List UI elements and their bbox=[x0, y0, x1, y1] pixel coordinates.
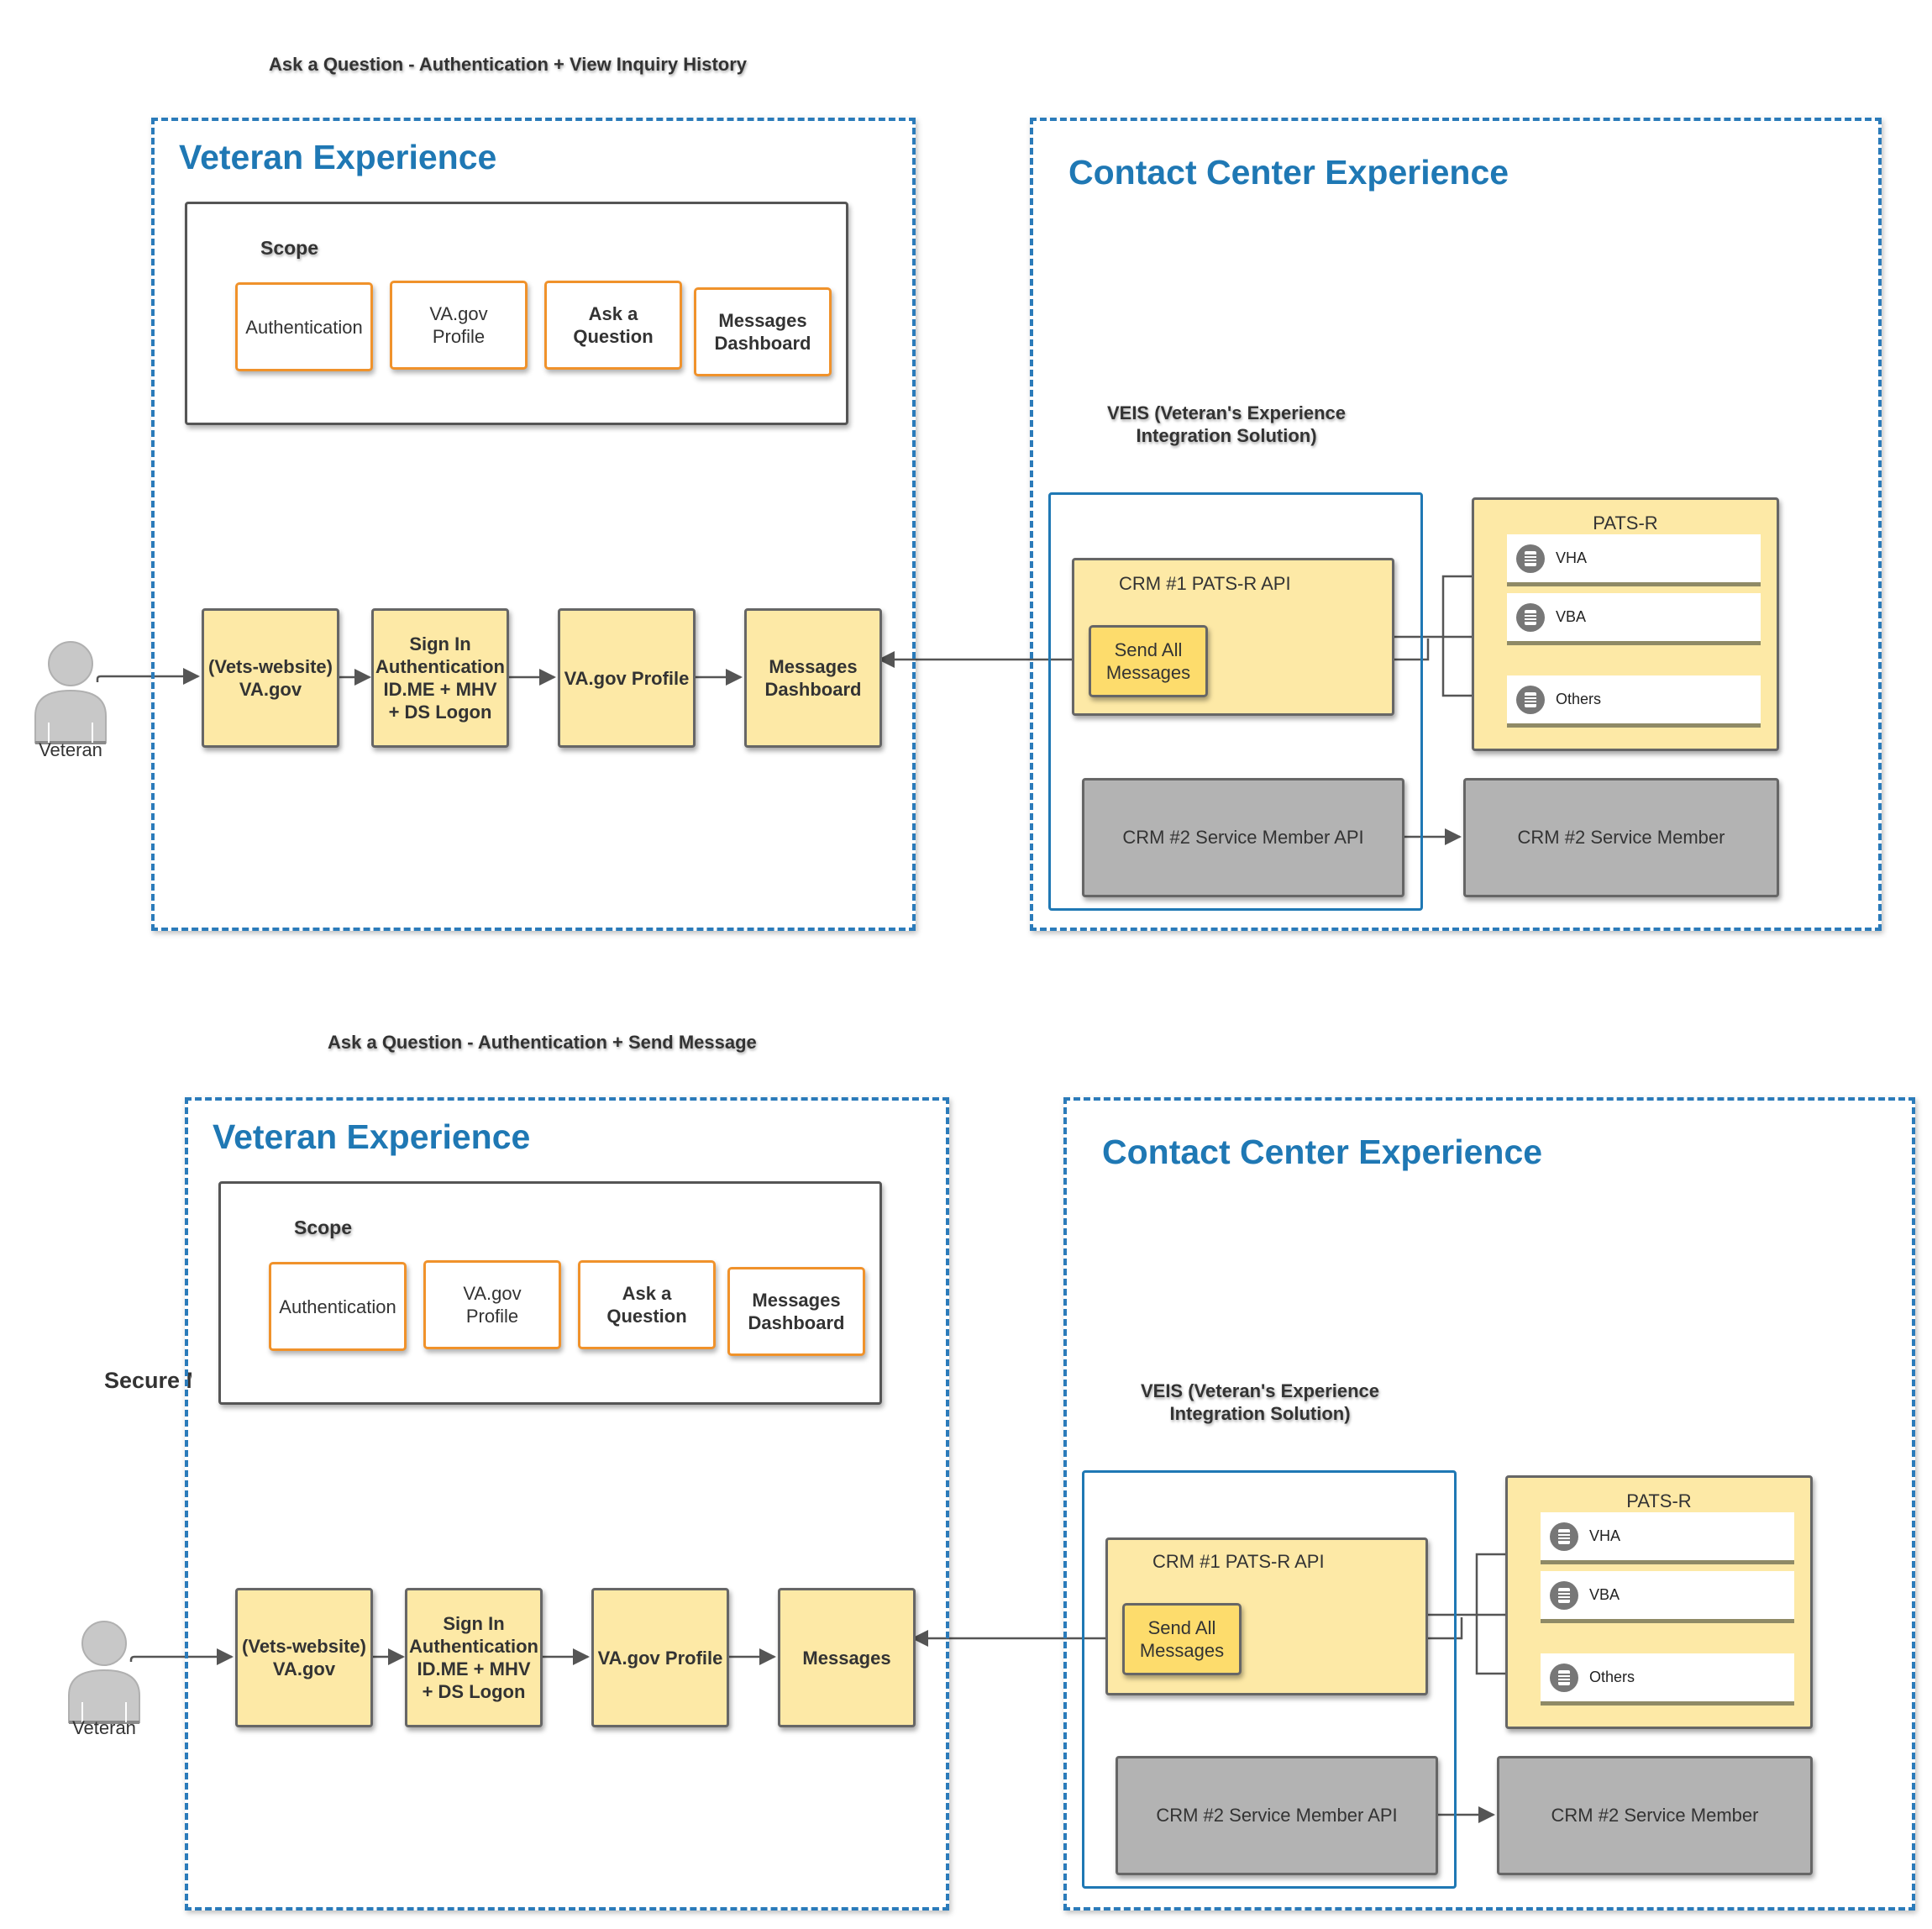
veis-title: VEIS (Veteran's Experience Integration S… bbox=[1140, 1380, 1380, 1424]
veteran-label: Veteran bbox=[39, 739, 102, 760]
crm2-service-member-api-node: CRM #2 Service Member API bbox=[1116, 1756, 1438, 1875]
database-icon bbox=[1516, 685, 1545, 714]
veteran-person-icon bbox=[66, 1618, 143, 1726]
vagov-profile-node: VA.gov Profile bbox=[591, 1588, 729, 1727]
diagram-2-connectors bbox=[129, 1546, 1527, 1823]
veteran-experience-title: Veteran Experience bbox=[213, 1117, 531, 1156]
database-icon bbox=[1550, 1580, 1578, 1610]
database-label: VHA bbox=[1556, 549, 1588, 566]
database-label: VBA bbox=[1556, 608, 1587, 625]
crm1-to-vha-arrow bbox=[1393, 568, 1494, 639]
veteran-to-vets-website-arrow bbox=[96, 668, 200, 685]
secure-messaging-label: Secure Me bbox=[104, 1368, 192, 1393]
database-icon bbox=[1550, 1522, 1578, 1551]
scope-label: Scope bbox=[260, 237, 319, 259]
scope-chip-ask-a-question: Ask a Question bbox=[578, 1260, 716, 1349]
veis-title: VEIS (Veteran's Experience Integration S… bbox=[1106, 402, 1347, 446]
crm2-service-member-node: CRM #2 Service Member bbox=[1497, 1756, 1813, 1875]
scope-chip-vagov-profile: VA.gov Profile bbox=[390, 281, 528, 370]
veteran-to-vets-website-arrow bbox=[129, 1648, 234, 1665]
vagov-profile-node: VA.gov Profile bbox=[558, 608, 696, 748]
crm2-service-member-api-node: CRM #2 Service Member API bbox=[1082, 778, 1404, 897]
veteran-person-icon bbox=[32, 639, 109, 746]
scope-chip-messages-dashboard: Messages Dashboard bbox=[694, 287, 832, 376]
pats-r-title: PATS-R bbox=[1593, 512, 1658, 533]
pats-r-db-others: Others bbox=[1541, 1653, 1794, 1706]
contact-center-region bbox=[1063, 1097, 1915, 1911]
crm1-to-vha-arrow bbox=[1426, 1546, 1527, 1616]
crm1-pats-r-api-label: CRM #1 PATS-R API bbox=[1119, 573, 1291, 594]
scope-label: Scope bbox=[294, 1217, 353, 1238]
contact-center-title: Contact Center Experience bbox=[1068, 153, 1509, 192]
database-label: Others bbox=[1556, 691, 1602, 707]
messages-node: Messages bbox=[778, 1588, 916, 1727]
veteran-experience-region bbox=[185, 1097, 949, 1911]
contact-center-region bbox=[1030, 118, 1882, 931]
messages-dashboard-node: Messages Dashboard bbox=[744, 608, 882, 748]
pats-r-db-vba: VBA bbox=[1507, 593, 1761, 645]
pats-r-db-vha: VHA bbox=[1541, 1512, 1794, 1564]
database-label: VBA bbox=[1589, 1586, 1620, 1603]
contact-center-title: Contact Center Experience bbox=[1102, 1133, 1543, 1171]
database-label: Others bbox=[1589, 1669, 1635, 1685]
scope-chip-authentication: Authentication bbox=[235, 282, 373, 371]
scope-chip-messages-dashboard: Messages Dashboard bbox=[727, 1267, 865, 1356]
pats-r-title: PATS-R bbox=[1626, 1490, 1692, 1511]
send-all-messages-node: Send All Messages bbox=[1122, 1603, 1242, 1675]
scope-chip-vagov-profile: VA.gov Profile bbox=[423, 1260, 561, 1349]
scope-chip-authentication: Authentication bbox=[269, 1262, 407, 1351]
pats-r-db-vha: VHA bbox=[1507, 534, 1761, 586]
diagram-caption: Ask a Question - Authentication + Send M… bbox=[328, 1032, 757, 1053]
sign-in-authentication-node: Sign In Authentication ID.ME + MHV + DS … bbox=[371, 608, 509, 748]
veis-container bbox=[1082, 1470, 1457, 1889]
veteran-experience-title: Veteran Experience bbox=[179, 138, 497, 176]
diagram-caption: Ask a Question - Authentication + View I… bbox=[269, 54, 748, 75]
vets-website-node: (Vets-website) VA.gov bbox=[235, 1588, 373, 1727]
database-icon bbox=[1516, 602, 1545, 632]
vets-website-node: (Vets-website) VA.gov bbox=[202, 608, 339, 748]
send-all-messages-node: Send All Messages bbox=[1089, 625, 1208, 697]
veis-container bbox=[1048, 492, 1423, 911]
sign-in-authentication-node: Sign In Authentication ID.ME + MHV + DS … bbox=[405, 1588, 543, 1727]
database-icon bbox=[1550, 1663, 1578, 1692]
database-label: VHA bbox=[1589, 1527, 1621, 1544]
veteran-experience-region bbox=[151, 118, 916, 931]
pats-r-db-vba: VBA bbox=[1541, 1571, 1794, 1623]
crm1-pats-r-api-label: CRM #1 PATS-R API bbox=[1152, 1551, 1325, 1572]
scope-chip-ask-a-question: Ask a Question bbox=[544, 281, 682, 370]
veteran-label: Veteran bbox=[72, 1717, 136, 1738]
database-icon bbox=[1516, 544, 1545, 573]
crm2-service-member-node: CRM #2 Service Member bbox=[1463, 778, 1779, 897]
pats-r-db-others: Others bbox=[1507, 675, 1761, 728]
